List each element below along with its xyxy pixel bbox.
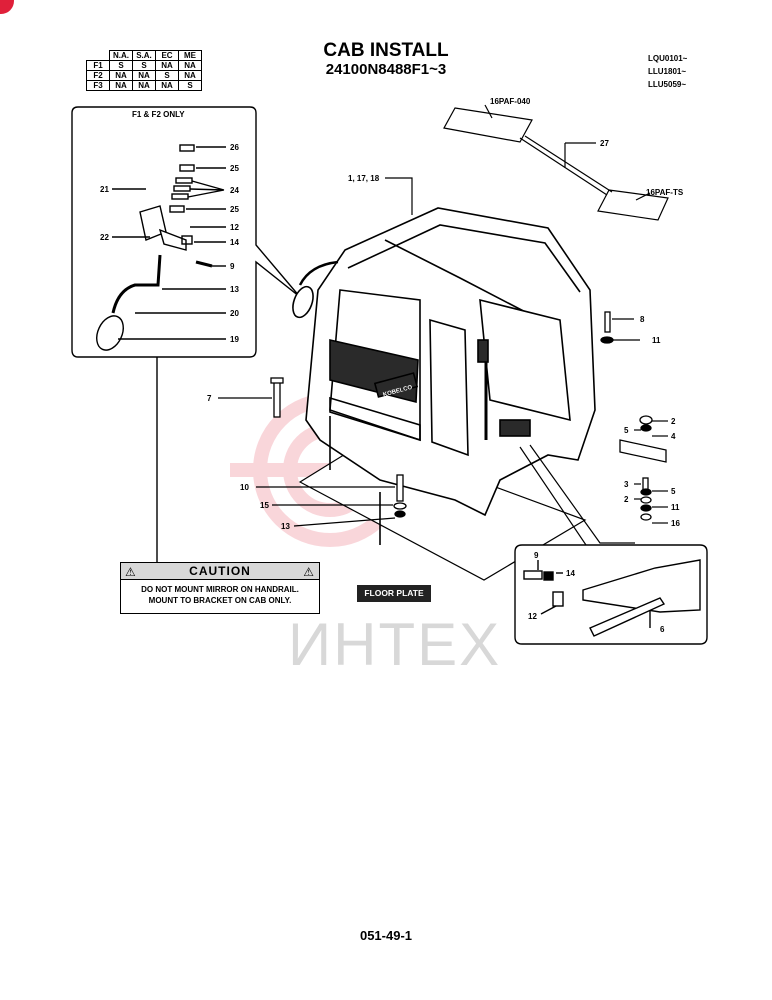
callout: 26 (230, 143, 239, 152)
part-number: 24100N8488F1~3 (325, 61, 447, 78)
serial-range: LLU5059~ (648, 80, 687, 89)
callout: 9 (534, 551, 539, 560)
callout: 9 (230, 262, 235, 271)
callout: 4 (671, 432, 676, 441)
callout: 3 (624, 480, 629, 489)
page-number: 051-49-1 (359, 928, 413, 943)
serial-range: LLU1801~ (648, 67, 687, 76)
callout: 13 (281, 522, 290, 531)
decal-sheets (443, 104, 669, 221)
warning-icon: ⚠ (125, 565, 137, 579)
callout: 13 (230, 285, 239, 294)
callout: 27 (600, 139, 609, 148)
callout: 22 (100, 233, 109, 242)
warning-icon: ⚠ (303, 565, 315, 579)
callout: 20 (230, 309, 239, 318)
callout: 21 (100, 185, 109, 194)
callout: 25 (230, 164, 239, 173)
callout: 2 (671, 417, 676, 426)
caution-line: MOUNT TO BRACKET ON CAB ONLY. (148, 596, 292, 605)
caution-title: CAUTION (189, 564, 251, 578)
callout: 19 (230, 335, 239, 344)
caution-label: ⚠ CAUTION ⚠ DO NOT MOUNT MIRROR ON HANDR… (120, 562, 320, 614)
options-cell: S (178, 80, 202, 91)
options-table: N.A. S.A. EC ME F1 S S NA NA F2 NA NA S … (86, 50, 202, 91)
callout: 12 (230, 223, 239, 232)
callout: 1, 17, 18 (348, 174, 380, 183)
callout: 11 (671, 503, 680, 512)
callout: 15 (260, 501, 269, 510)
callout: 5 (671, 487, 676, 496)
callout: 24 (230, 186, 239, 195)
decal-label: 16PAF-040 (490, 97, 531, 106)
callout: 2 (624, 495, 629, 504)
callout: 10 (240, 483, 249, 492)
decal-label: 16PAF-TS (646, 188, 684, 197)
caution-header: ⚠ CAUTION ⚠ (121, 563, 319, 580)
callout: 6 (660, 625, 665, 634)
callout: 12 (528, 612, 537, 621)
right-inset (514, 544, 708, 645)
callout: 5 (624, 426, 629, 435)
page-title: CAB INSTALL (323, 40, 449, 61)
left-inset (71, 106, 301, 565)
caution-text: DO NOT MOUNT MIRROR ON HANDRAIL. MOUNT T… (121, 580, 319, 606)
serial-range-list: LQU0101~ LLU1801~ LLU5059~ (648, 52, 687, 91)
callout: 14 (566, 569, 575, 578)
callout: 14 (230, 238, 239, 247)
options-row: F3 NA NA NA S (86, 80, 202, 91)
inset-title: F1 & F2 ONLY (132, 110, 185, 119)
callout: 11 (652, 336, 661, 345)
callout: 8 (640, 315, 645, 324)
floor-plate-label: FLOOR PLATE (357, 585, 431, 602)
main-hardware (270, 311, 667, 521)
callout: 16 (671, 519, 680, 528)
callout: 25 (230, 205, 239, 214)
watermark-text: ИНТЕХ (288, 611, 502, 678)
serial-range: LQU0101~ (648, 54, 688, 63)
cab-body (292, 207, 596, 545)
caution-line: DO NOT MOUNT MIRROR ON HANDRAIL. (141, 585, 299, 594)
callout: 7 (207, 394, 212, 403)
